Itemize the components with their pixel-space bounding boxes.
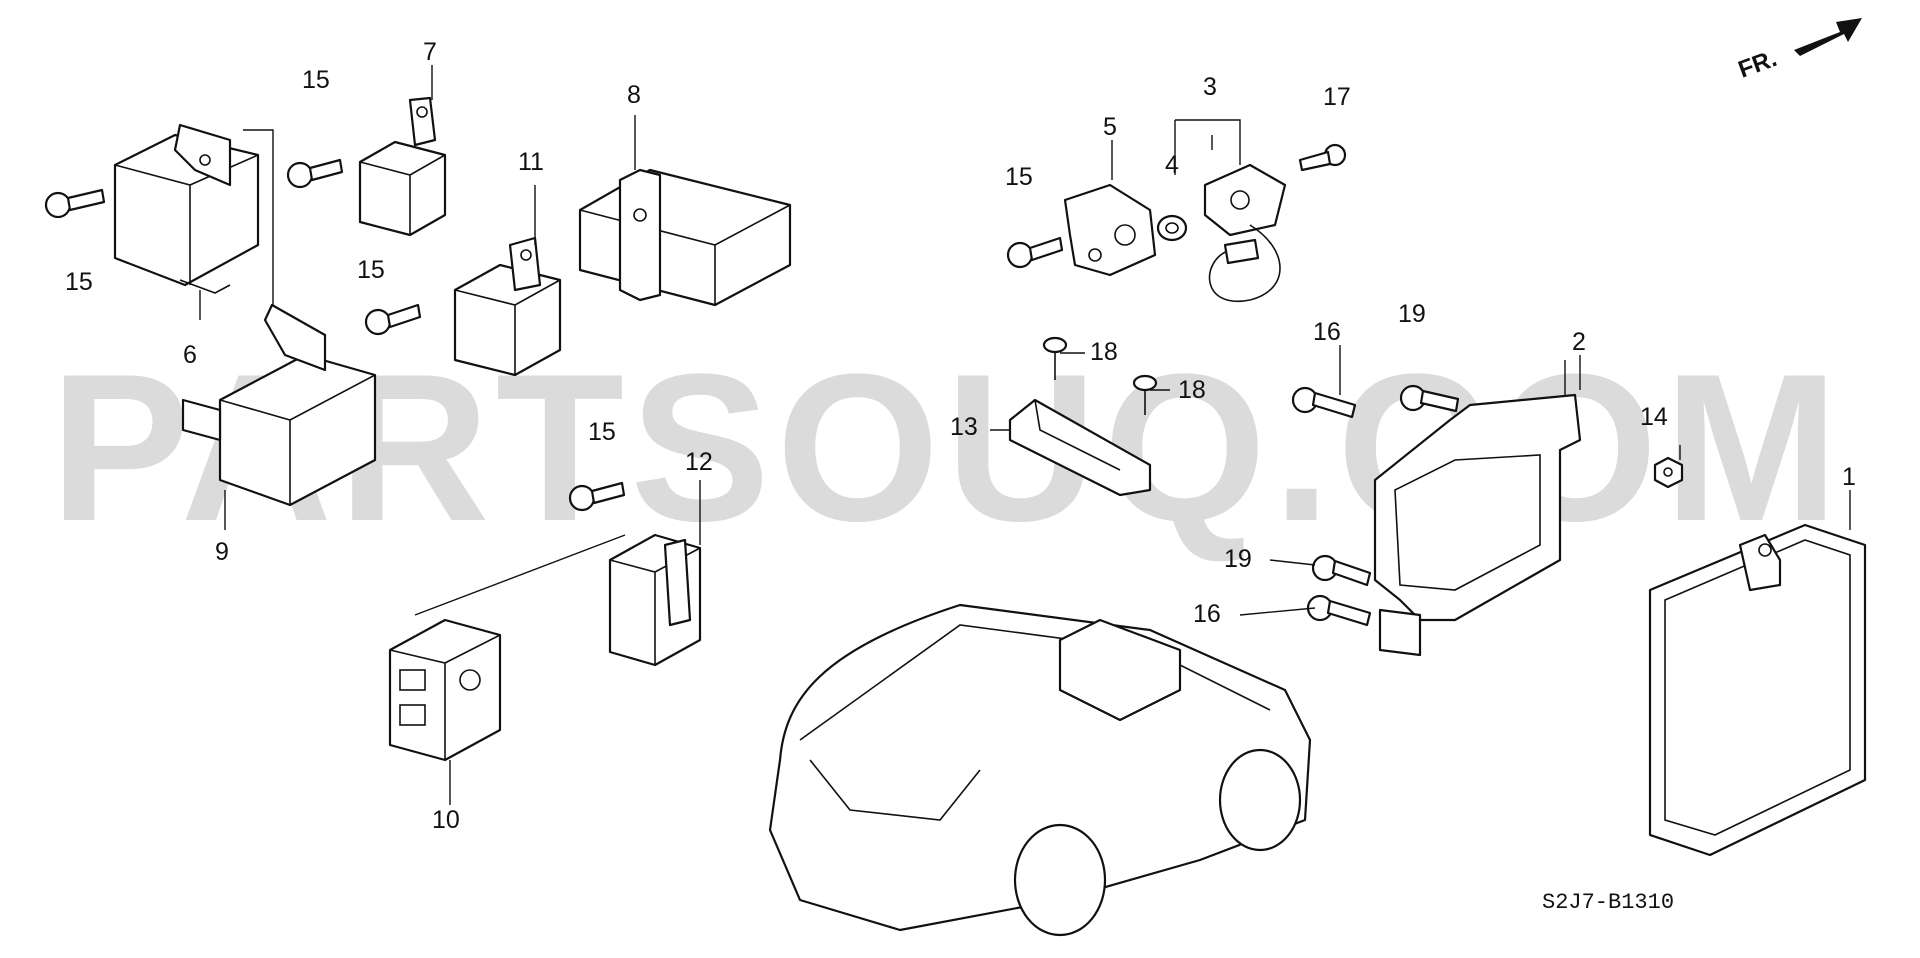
bolt-15b-icon xyxy=(286,158,344,189)
callout-15a: 15 xyxy=(302,66,330,94)
callout-11: 11 xyxy=(518,148,544,176)
screw-18b-icon xyxy=(1132,374,1158,415)
callout-1: 1 xyxy=(1842,463,1856,491)
callout-2: 2 xyxy=(1572,328,1586,356)
drawing-code: S2J7-B1310 xyxy=(1542,890,1674,915)
vehicle-outline xyxy=(768,603,1312,937)
part-3-sensor-harness[interactable] xyxy=(1174,119,1287,303)
callout-7: 7 xyxy=(423,38,437,66)
callout-6: 6 xyxy=(183,341,197,369)
callout-13: 13 xyxy=(950,413,978,441)
part-6-control-unit[interactable] xyxy=(113,123,260,294)
screw-18a-icon xyxy=(1042,336,1068,380)
front-direction-indicator: FR. xyxy=(1735,18,1862,84)
part-13-bracket[interactable] xyxy=(1008,398,1152,497)
callout-18b: 18 xyxy=(1178,376,1206,404)
part-11-relay[interactable] xyxy=(453,236,562,377)
callout-18a: 18 xyxy=(1090,338,1118,366)
part-7-relay[interactable] xyxy=(358,96,447,237)
callout-10: 10 xyxy=(432,806,460,834)
bolt-15a-icon xyxy=(44,188,106,219)
callout-16b: 16 xyxy=(1193,600,1221,628)
bolt-15e-icon xyxy=(1006,236,1064,269)
part-10-switch-unit[interactable] xyxy=(388,534,626,762)
nut-14-icon xyxy=(1653,456,1684,489)
part-9-control-unit[interactable] xyxy=(181,129,377,507)
front-arrow-icon xyxy=(1794,18,1862,56)
callout-15e: 15 xyxy=(1005,163,1033,191)
part-5-sensor-bracket[interactable] xyxy=(1063,183,1157,277)
callout-8: 8 xyxy=(627,81,641,109)
part-1-ecu[interactable] xyxy=(1648,523,1867,857)
leader-lines xyxy=(199,65,1851,805)
part-12-module[interactable] xyxy=(608,533,702,667)
callout-15b: 15 xyxy=(65,268,93,296)
front-label: FR. xyxy=(1735,45,1781,84)
bolt-19b-icon xyxy=(1311,554,1372,587)
part-4-collar[interactable] xyxy=(1156,214,1188,242)
callout-14: 14 xyxy=(1640,403,1668,431)
bolt-16a-icon xyxy=(1291,386,1357,419)
callout-17: 17 xyxy=(1323,83,1351,111)
bolt-15d-icon xyxy=(568,481,626,512)
callout-5: 5 xyxy=(1103,113,1117,141)
callout-16a: 16 xyxy=(1313,318,1341,346)
bolt-19a-icon xyxy=(1399,384,1460,413)
callout-12: 12 xyxy=(685,448,713,476)
callout-19b: 19 xyxy=(1224,545,1252,573)
callout-9: 9 xyxy=(215,538,229,566)
callout-15c: 15 xyxy=(357,256,385,284)
callout-3: 3 xyxy=(1203,73,1217,101)
part-2-mounting-bracket[interactable] xyxy=(1373,360,1582,657)
callout-19a: 19 xyxy=(1398,300,1426,328)
part-8-relay-box[interactable] xyxy=(578,168,792,307)
bolt-15c-icon xyxy=(364,303,422,336)
bolt-17-icon xyxy=(1298,143,1347,172)
bolt-16b-icon xyxy=(1306,594,1372,627)
callout-4: 4 xyxy=(1165,151,1179,179)
callout-15d: 15 xyxy=(588,418,616,446)
